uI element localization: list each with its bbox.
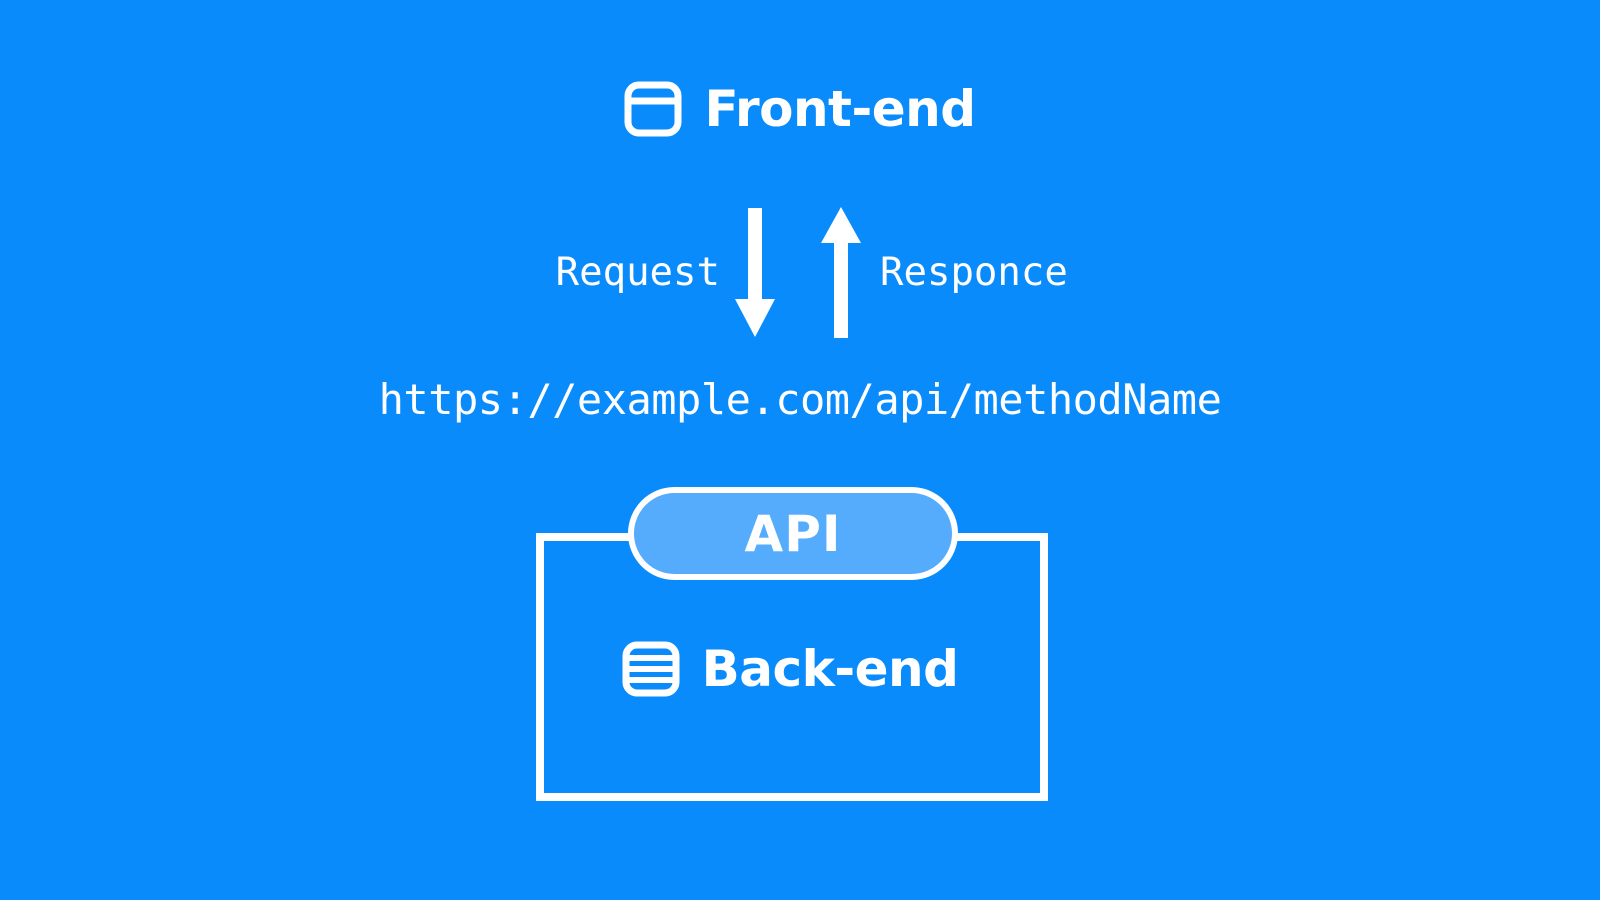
backend-label: Back-end <box>701 640 959 698</box>
api-label: API <box>744 504 842 563</box>
browser-window-icon <box>624 80 682 138</box>
frontend-label: Front-end <box>704 80 976 138</box>
frontend-node: Front-end <box>0 80 1600 138</box>
api-pill: API <box>628 487 958 580</box>
server-stack-icon <box>622 640 680 698</box>
request-label: Request <box>555 250 720 295</box>
arrow-down-icon <box>735 208 775 337</box>
arrow-up-icon <box>821 207 861 338</box>
backend-node: Back-end <box>0 640 1600 698</box>
endpoint-url: https://example.com/api/methodName <box>378 375 1222 424</box>
response-label: Responce <box>880 250 1068 295</box>
request-response-arrows <box>735 207 861 338</box>
